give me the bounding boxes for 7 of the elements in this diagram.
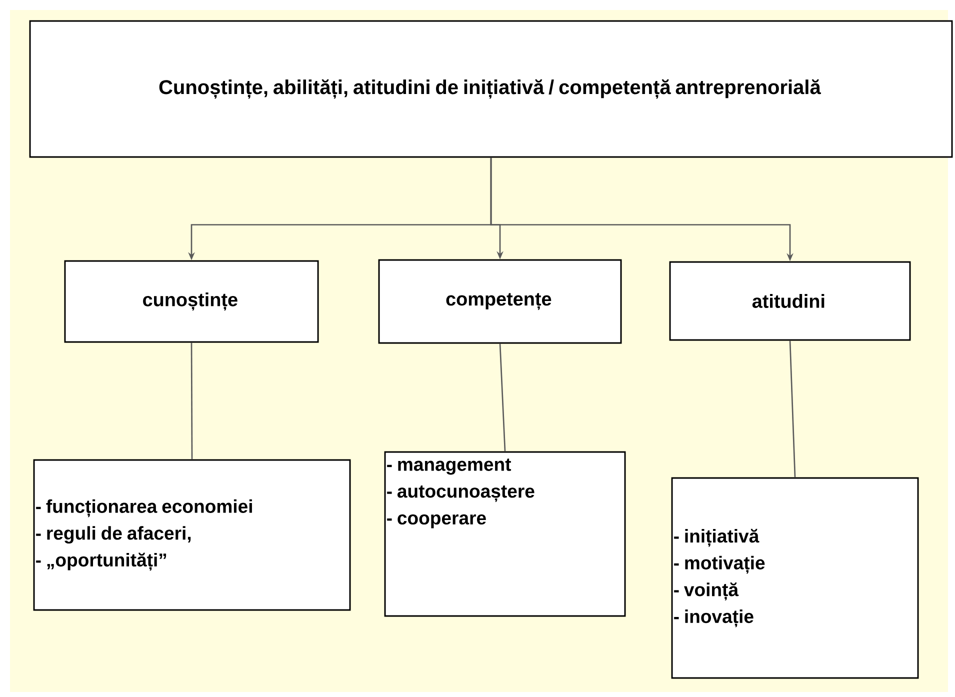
title-box: Cunoștințe, abilități, atitudini de inițiativă / competență antreprenorială <box>29 20 953 158</box>
category-box: competențe <box>378 259 622 344</box>
category-box: atitudini <box>669 261 911 341</box>
list-box: - funcționarea economiei - reguli de afaceri, - „oportunități” <box>33 459 351 611</box>
category-box: cunoștințe <box>64 260 319 343</box>
list-box: - management - autocunoaștere - cooperare <box>384 451 626 617</box>
list-box: - inițiativă - motivație - voință - inovație <box>671 477 919 679</box>
